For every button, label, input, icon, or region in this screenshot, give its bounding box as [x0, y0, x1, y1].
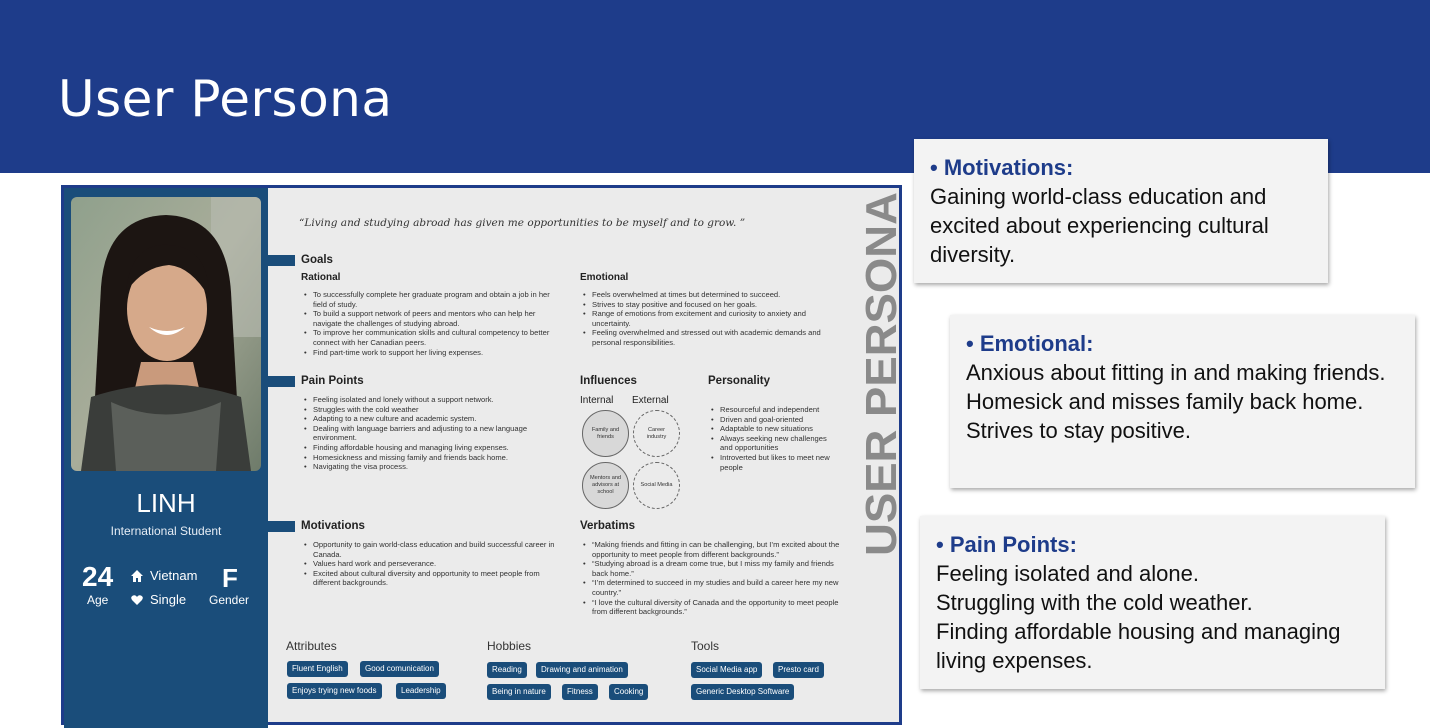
rational-goal-item: To build a support network of peers and … [301, 309, 563, 328]
tool-tag: Generic Desktop Software [691, 684, 795, 700]
influence-internal-1: Family and friends [582, 410, 629, 457]
attribute-tag: Fluent English [287, 661, 348, 677]
persona-age: 24 [82, 561, 114, 592]
pain-points-marker [268, 376, 295, 387]
pain-point-item: Adapting to a new culture and academic s… [301, 414, 563, 424]
goals-marker [268, 255, 295, 266]
motivations-note: • Motivations: Gaining world-class educa… [914, 139, 1328, 283]
pain-points-note-line: Struggling with the cold weather. [936, 590, 1253, 615]
rational-goals-list: To successfully complete her graduate pr… [301, 290, 563, 357]
title-banner: User Persona [0, 0, 1430, 173]
pain-points-title: Pain Points [301, 375, 364, 387]
rational-goal-item: Find part-time work to support her livin… [301, 348, 563, 358]
motivations-note-body: Gaining world-class education and excite… [930, 184, 1269, 267]
persona-quote: “Living and studying abroad has given me… [299, 217, 746, 229]
motivations-marker [268, 521, 295, 532]
age-label: Age [87, 593, 109, 607]
influences-title: Influences [580, 375, 637, 387]
tools-title: Tools [691, 639, 720, 653]
personality-item: Introverted but likes to meet new people [708, 453, 838, 472]
svg-text:USER PERSONA: USER PERSONA [860, 192, 900, 556]
personality-title: Personality [708, 375, 770, 387]
persona-location: Vietnam [150, 568, 198, 583]
rational-goal-item: To successfully complete her graduate pr… [301, 290, 563, 309]
pain-points-note-line: Feeling isolated and alone. [936, 561, 1199, 586]
emotional-goals-list: Feels overwhelmed at times but determine… [580, 290, 842, 348]
home-icon [131, 569, 143, 582]
attribute-tag: Good comunication [360, 661, 439, 677]
gender-label: Gender [209, 593, 250, 607]
motivations-list: Opportunity to gain world-class educatio… [301, 540, 563, 588]
personality-item: Driven and goal-oriented [708, 415, 838, 425]
goals-title: Goals [301, 254, 333, 266]
pain-points-note-line: Finding affordable housing and managing … [936, 619, 1341, 673]
pain-points-note: • Pain Points: Feeling isolated and alon… [920, 516, 1385, 689]
emotional-goal-item: Feeling overwhelmed and stressed out wit… [580, 328, 842, 347]
pain-point-item: Feeling isolated and lonely without a su… [301, 395, 563, 405]
verbatim-item: “I’m determined to succeed in my studies… [580, 578, 848, 597]
verbatim-item: “Studying abroad is a dream come true, b… [580, 559, 848, 578]
persona-name: LINH [136, 488, 196, 518]
attribute-tag: Enjoys trying new foods [287, 683, 382, 699]
pain-point-item: Navigating the visa process. [301, 462, 563, 472]
pain-point-item: Dealing with language barriers and adjus… [301, 424, 563, 443]
location-row: Vietnam [130, 568, 197, 583]
rational-goal-item: To improve her communication skills and … [301, 328, 563, 347]
pain-point-item: Struggles with the cold weather [301, 405, 563, 415]
persona-status: Single [150, 592, 187, 607]
personality-list: Resourceful and independentDriven and go… [708, 405, 838, 472]
emotional-note: • Emotional: Anxious about fitting in an… [950, 315, 1415, 488]
emotional-title: Emotional [580, 272, 629, 283]
persona-card: LINH International Student 24 Age Vietna… [61, 185, 902, 728]
slide-title: User Persona [58, 70, 393, 128]
personality-item: Always seeking new challenges and opport… [708, 434, 838, 453]
emotional-goal-item: Range of emotions from excitement and cu… [580, 309, 842, 328]
hobby-tag: Being in nature [487, 684, 551, 700]
hobbies-title: Hobbies [487, 639, 532, 653]
persona-role: International Student [110, 524, 222, 538]
verbatims-list: “Making friends and fitting in can be ch… [580, 540, 848, 617]
emotional-note-line: Homesick and misses family back home. [966, 389, 1364, 414]
personality-item: Adaptable to new situations [708, 424, 838, 434]
hobby-tag: Drawing and animation [536, 662, 628, 678]
internal-label: Internal [580, 395, 614, 406]
persona-gender: F [222, 563, 238, 593]
attributes-title: Attributes [286, 639, 337, 653]
influence-external-1: Career industry [633, 410, 680, 457]
motivation-item: Excited about cultural diversity and opp… [301, 569, 563, 588]
verbatim-item: “I love the cultural diversity of Canada… [580, 598, 848, 617]
hobby-tag: Cooking [609, 684, 649, 700]
emotional-goal-item: Feels overwhelmed at times but determine… [580, 290, 842, 300]
emotional-note-line: Strives to stay positive. [966, 418, 1191, 443]
personality-item: Resourceful and independent [708, 405, 838, 415]
emotional-note-heading: • Emotional: [966, 331, 1094, 356]
verbatims-title: Verbatims [580, 520, 635, 532]
motivation-item: Values hard work and perseverance. [301, 559, 563, 569]
external-label: External [632, 395, 669, 406]
motivations-note-heading: • Motivations: [930, 155, 1074, 180]
influence-external-2: Social Media [633, 462, 680, 509]
user-persona-vertical-label: USER PERSONA [860, 192, 900, 556]
attribute-tag: Leadership [396, 683, 446, 699]
hobby-tag: Reading [487, 662, 527, 678]
persona-sidebar: LINH International Student 24 Age Vietna… [64, 188, 268, 728]
tool-tag: Presto card [773, 662, 824, 678]
rational-title: Rational [301, 272, 341, 283]
status-row: Single [130, 592, 186, 607]
hobby-tag: Fitness [562, 684, 598, 700]
pain-point-item: Homesickness and missing family and frie… [301, 453, 563, 463]
motivations-title: Motivations [301, 520, 365, 532]
influence-internal-2: Mentors and advisors at school [582, 462, 629, 509]
heart-icon [131, 594, 143, 605]
persona-photo [71, 197, 261, 471]
pain-points-list: Feeling isolated and lonely without a su… [301, 395, 563, 472]
emotional-note-line: Anxious about fitting in and making frie… [966, 360, 1386, 385]
verbatim-item: “Making friends and fitting in can be ch… [580, 540, 848, 559]
pain-points-note-heading: • Pain Points: [936, 532, 1077, 557]
tool-tag: Social Media app [691, 662, 763, 678]
motivation-item: Opportunity to gain world-class educatio… [301, 540, 563, 559]
pain-point-item: Finding affordable housing and managing … [301, 443, 563, 453]
emotional-goal-item: Strives to stay positive and focused on … [580, 300, 842, 310]
